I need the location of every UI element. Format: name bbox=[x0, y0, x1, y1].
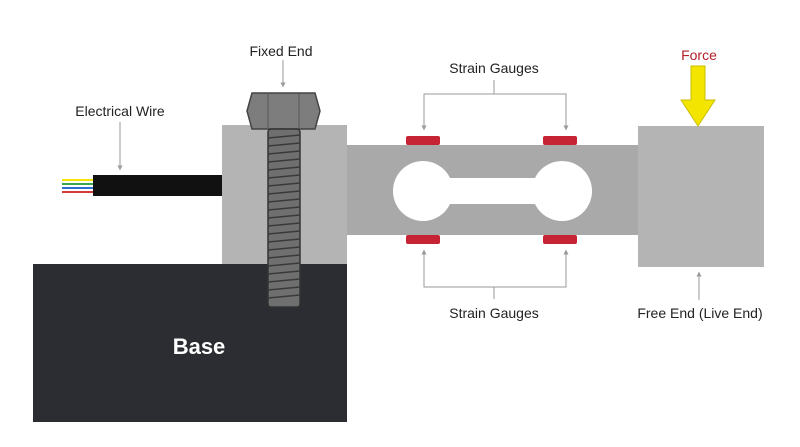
electrical-wire bbox=[62, 175, 223, 196]
bolt-thread-line bbox=[267, 190, 301, 195]
wire-cable bbox=[93, 175, 223, 196]
bolt-thread-line bbox=[267, 230, 301, 235]
base-label: Base bbox=[173, 334, 226, 359]
strain-gauges-bottom-bracket bbox=[421, 249, 569, 288]
fixed-end-label: Fixed End bbox=[249, 43, 312, 59]
strain-gauges-bottom-label: Strain Gauges bbox=[449, 305, 539, 321]
strain-gauge-bottom-left bbox=[406, 235, 440, 244]
bolt-thread-line bbox=[267, 166, 301, 171]
strain-gauge-top-right bbox=[543, 136, 577, 145]
free-end-block bbox=[638, 126, 764, 267]
down-arrow-icon bbox=[680, 65, 716, 127]
bolt-thread-line bbox=[267, 270, 301, 275]
bolt-thread-line bbox=[267, 254, 301, 259]
bolt-thread-line bbox=[267, 262, 301, 267]
electrical-wire-label: Electrical Wire bbox=[75, 103, 165, 119]
bolt-thread-line bbox=[267, 158, 301, 163]
strain-gauges-top-bracket bbox=[421, 93, 569, 131]
bolt-thread-line bbox=[267, 214, 301, 219]
bolt-thread-line bbox=[267, 206, 301, 211]
free-end-label: Free End (Live End) bbox=[637, 305, 762, 321]
bolt-thread-line bbox=[267, 142, 301, 147]
bolt-thread-line bbox=[267, 286, 301, 291]
bolt-thread-line bbox=[267, 246, 301, 251]
bolt-thread-line bbox=[267, 182, 301, 187]
bolt-thread-line bbox=[267, 278, 301, 283]
bolt-thread-line bbox=[267, 294, 301, 299]
hex-bolt-icon bbox=[246, 92, 321, 308]
bolt-thread-line bbox=[267, 222, 301, 227]
beam bbox=[347, 145, 638, 235]
bolt-thread-line bbox=[267, 150, 301, 155]
bolt-thread-line bbox=[267, 198, 301, 203]
bolt-threads bbox=[267, 134, 301, 299]
strain-gauge-bottom-right bbox=[543, 235, 577, 244]
strain-gauges-top-label: Strain Gauges bbox=[449, 60, 539, 76]
bolt-thread-line bbox=[267, 238, 301, 243]
force-label: Force bbox=[681, 47, 717, 63]
bolt-thread-line bbox=[267, 134, 301, 139]
bolt-head bbox=[246, 92, 321, 130]
strain-gauge-top-left bbox=[406, 136, 440, 145]
bolt-thread-line bbox=[267, 174, 301, 179]
